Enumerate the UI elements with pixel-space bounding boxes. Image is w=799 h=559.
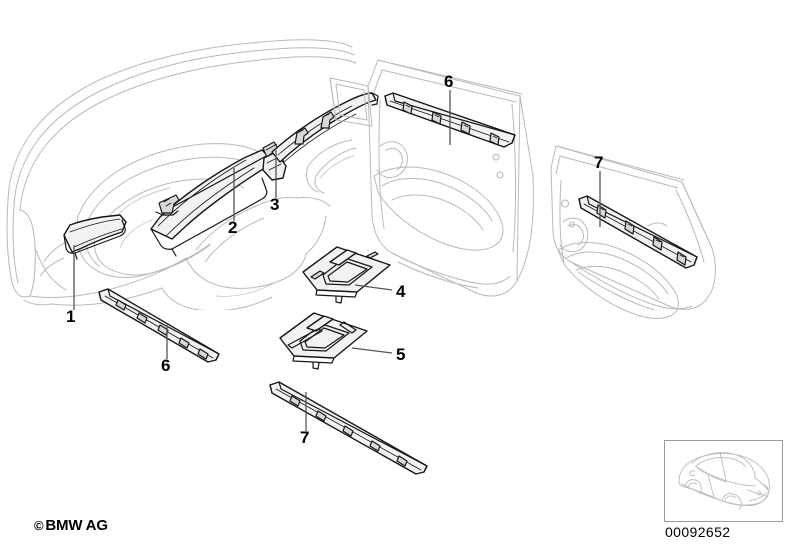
callout-number-1: 1 [66,307,76,326]
callout-number-4: 4 [396,282,406,301]
rear-door-panel-group [550,145,716,319]
part-7-rear-door-trim-strip-installed [578,195,698,269]
leader-4 [354,284,393,291]
callout-number-5: 5 [396,345,406,364]
part-6-front-door-trim-strip-standalone [98,288,220,363]
dashboard-outline-group [6,39,357,310]
vehicle-thumbnail-icon [678,452,770,510]
callout-number-3: 3 [270,195,280,214]
diagram-part-number: 00092652 [665,524,731,540]
leader-5 [351,347,393,354]
copyright-text: BMW AG [45,517,108,534]
front-door-panel-group [329,59,534,297]
vehicle-thumbnail-box [664,440,783,522]
callout-number-7-door: 7 [594,153,604,172]
copyright-notice: ©BMW AG [34,517,108,534]
copyright-symbol-icon: © [34,518,44,533]
callout-number-6-door: 6 [444,72,454,91]
part-1-dashboard-left-trim-panel [63,214,127,260]
passenger-side-dash-trim [271,92,379,163]
part-5-center-console-surround-lower [279,312,368,370]
part-7-rear-door-trim-strip-standalone [269,381,428,475]
callout-number-2: 2 [228,218,238,237]
callout-number-6: 6 [161,356,171,375]
part-4-center-console-surround-upper [302,246,391,304]
callout-leader-lines [73,90,601,431]
callout-number-7: 7 [300,428,310,447]
